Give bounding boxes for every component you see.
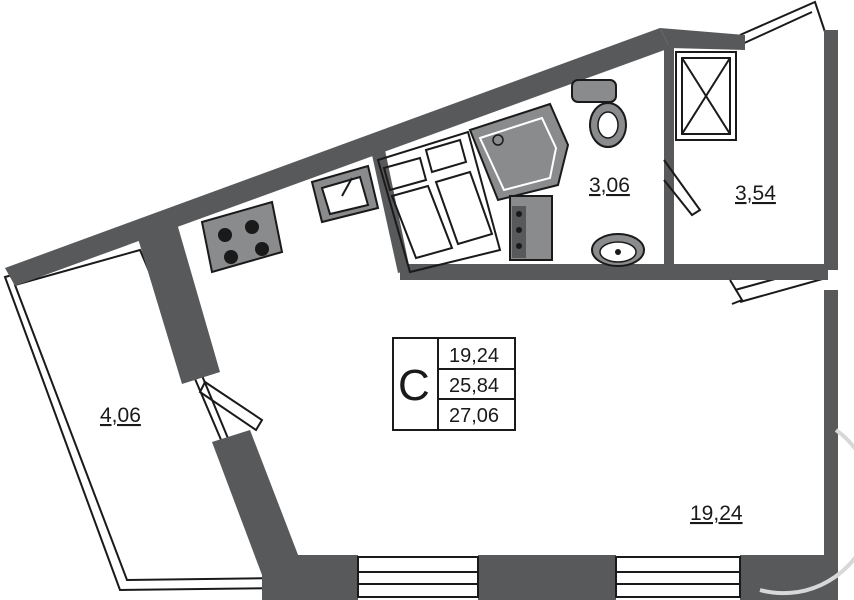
watermark-logo [759, 428, 854, 596]
balcony-left [3, 236, 292, 592]
balcony-top-right [734, 0, 827, 303]
stove-icon [200, 200, 284, 274]
bathroom-sink-icon [591, 233, 645, 267]
toilet-icon [571, 79, 627, 148]
ventilation-shaft [675, 51, 737, 141]
exterior-walls [5, 28, 838, 600]
bathroom-area-label: 3,06 [589, 174, 630, 197]
apartment-type-letter: С [398, 361, 430, 410]
living-area-label: 19,24 [690, 502, 743, 525]
balcony-area-label: 4,06 [100, 404, 141, 427]
door-balcony-left [198, 380, 264, 432]
area-legend: С 19,24 25,84 27,06 [392, 337, 516, 431]
legend-total-with-balcony: 27,06 [449, 405, 499, 427]
legend-living-area: 19,24 [449, 345, 499, 367]
washing-machine-icon [509, 195, 553, 261]
door-bathroom [663, 159, 702, 217]
legend-total-area: 25,84 [449, 375, 499, 397]
window-bottom-left [357, 556, 479, 598]
door-hall-entry [729, 279, 744, 305]
kitchen-sink-icon [310, 164, 380, 224]
window-bottom-right [615, 556, 741, 598]
wardrobe-icon [376, 130, 502, 274]
shower-icon [468, 102, 570, 202]
hallway-area-label: 3,54 [735, 182, 776, 205]
